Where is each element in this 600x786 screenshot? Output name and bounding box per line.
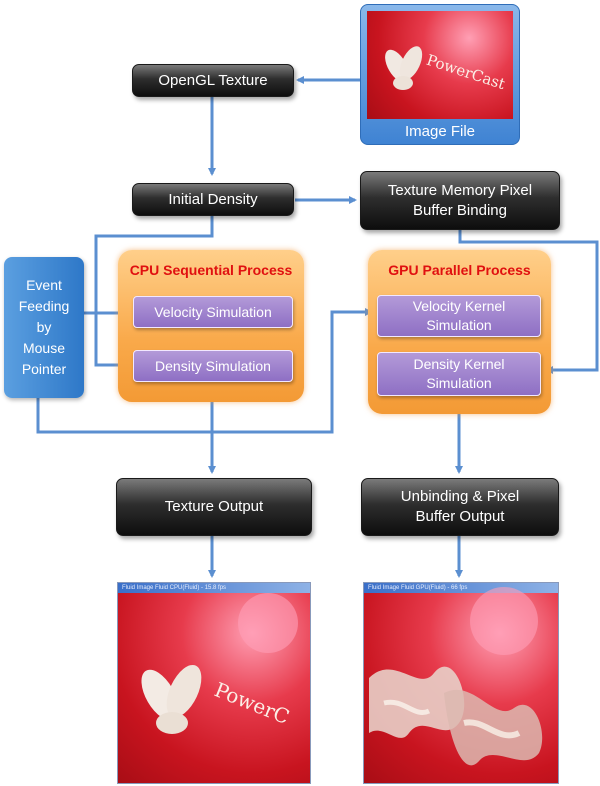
image-file-label: Image File xyxy=(404,123,476,140)
density-simulation-label: Density Simulation xyxy=(155,357,271,374)
density-kernel-node: Density Kernel Simulation xyxy=(377,352,541,396)
velocity-simulation-node: Velocity Simulation xyxy=(133,296,293,328)
velocity-kernel-node: Velocity Kernel Simulation xyxy=(377,295,541,337)
image-file-node: PowerCast Image File xyxy=(360,4,520,145)
svg-text:PowerC: PowerC xyxy=(211,677,293,729)
gpu-fluid-graphic xyxy=(369,587,543,766)
cpu-title: CPU Sequential Process xyxy=(129,262,293,278)
cpu-output-image: Fluid Image Fluid CPU(Fluid) - 15.8 fps … xyxy=(117,582,311,784)
event-line-5: Pointer xyxy=(21,361,67,377)
event-feeding-node: Event Feeding by Mouse Pointer xyxy=(4,257,84,398)
event-line-3: by xyxy=(36,319,52,335)
density-simulation-node: Density Simulation xyxy=(133,350,293,382)
texture-output-label: Texture Output xyxy=(164,498,264,515)
unbinding-line-1: Unbinding & Pixel xyxy=(400,488,520,505)
texture-memory-line-1: Texture Memory Pixel xyxy=(387,181,533,199)
cpu-window-titlebar: Fluid Image Fluid CPU(Fluid) - 15.8 fps xyxy=(118,583,310,593)
event-line-4: Mouse xyxy=(22,340,66,356)
cpu-logo-graphic: PowerC xyxy=(141,593,298,734)
velocity-kernel-line-1: Velocity Kernel xyxy=(412,298,506,314)
gpu-title: GPU Parallel Process xyxy=(388,262,531,278)
texture-output-node: Texture Output xyxy=(116,478,312,536)
density-kernel-line-2: Simulation xyxy=(426,375,492,391)
event-line-1: Event xyxy=(26,277,62,293)
gpu-output-image: Fluid Image Fluid GPU(Fluid) - 66 fps xyxy=(363,582,559,784)
logo-graphic xyxy=(385,46,423,90)
texture-memory-node: Texture Memory Pixel Buffer Binding xyxy=(360,171,560,230)
event-line-2: Feeding xyxy=(18,298,70,314)
input-image: PowerCast xyxy=(367,11,513,119)
unbinding-line-2: Buffer Output xyxy=(415,508,505,525)
texture-memory-line-2: Buffer Binding xyxy=(413,201,507,219)
initial-density-node: Initial Density xyxy=(132,183,294,216)
gpu-window-titlebar: Fluid Image Fluid GPU(Fluid) - 66 fps xyxy=(364,583,558,593)
opengl-texture-label: OpenGL Texture xyxy=(158,71,268,89)
velocity-kernel-line-2: Simulation xyxy=(426,317,492,333)
velocity-simulation-label: Velocity Simulation xyxy=(154,303,272,320)
unbinding-node: Unbinding & Pixel Buffer Output xyxy=(361,478,559,536)
opengl-texture-node: OpenGL Texture xyxy=(132,64,294,97)
initial-density-label: Initial Density xyxy=(168,190,258,208)
density-kernel-line-1: Density Kernel xyxy=(413,356,505,372)
